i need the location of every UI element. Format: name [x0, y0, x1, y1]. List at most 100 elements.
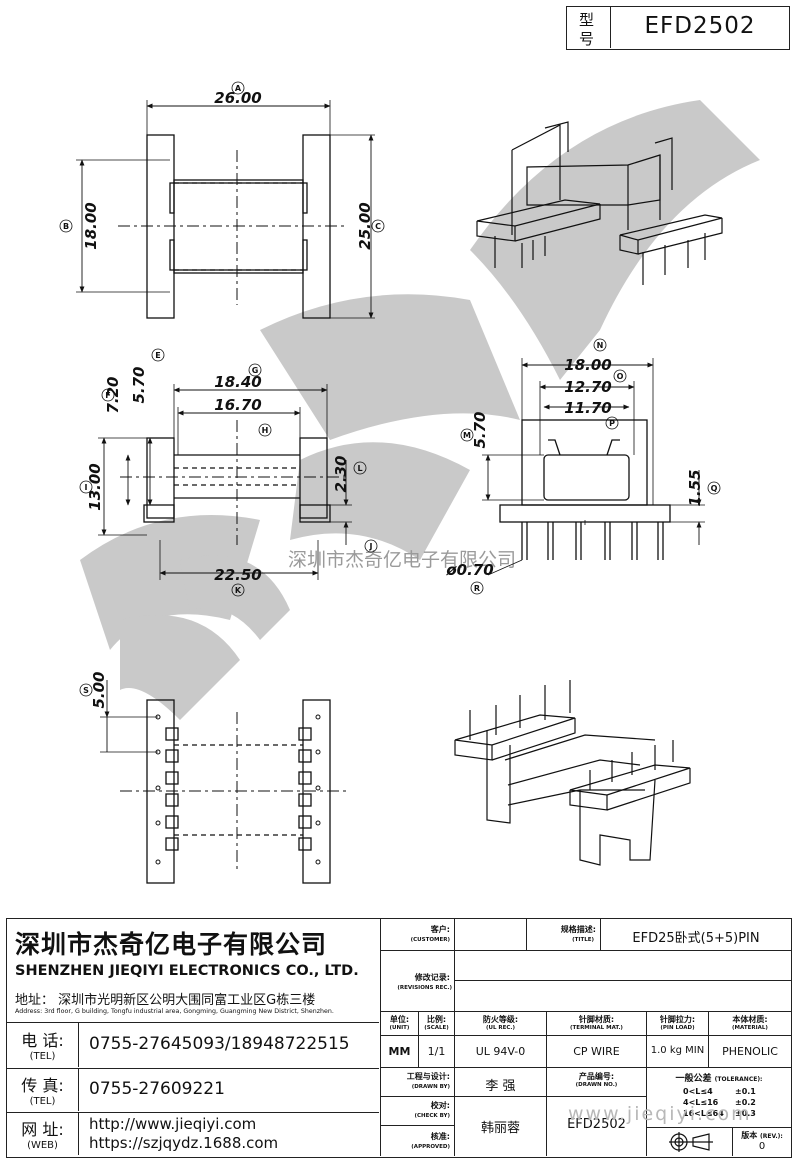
- tel-value: 0755-27645093/18948722515: [89, 1034, 350, 1054]
- dim-s: 5.00: [90, 671, 108, 708]
- svg-text:L: L: [357, 464, 362, 473]
- dim-f: 7.20: [104, 376, 122, 413]
- title-label-cell: 规格描述: (TITLE): [527, 919, 601, 951]
- web-row: 网 址: (WEB) http://www.jieqiyi.com https:…: [7, 1112, 379, 1156]
- projection-cell: [647, 1128, 733, 1156]
- material-value: PHENOLIC: [709, 1036, 791, 1068]
- tol-range-1: 4<L≤16: [683, 1098, 719, 1107]
- watermark-logo: 深圳市杰奇亿电子有限公司: [80, 100, 760, 720]
- marker-b: B: [59, 219, 73, 233]
- dim-b: 18.00: [82, 202, 100, 249]
- dim-d: 1.55: [686, 469, 704, 506]
- web-label: 网 址:: [21, 1120, 64, 1139]
- dim-k: 22.50: [214, 566, 261, 584]
- material-label: 本体材质:: [732, 1015, 768, 1024]
- terminal-label: 针脚材质:: [578, 1015, 615, 1024]
- version-label-row: 版本 (REV.):: [733, 1128, 791, 1141]
- approved-label-cell: 核准: (APPROVED): [381, 1126, 455, 1156]
- ul-label: 防火等级:: [482, 1015, 519, 1024]
- title-block: 深圳市杰奇亿电子有限公司 SHENZHEN JIEQIYI ELECTRONIC…: [6, 918, 792, 1158]
- web-value-1[interactable]: http://www.jieqiyi.com: [89, 1115, 257, 1133]
- drawnno-label: 产品编号:: [578, 1072, 615, 1081]
- tolerance-label: 一般公差: [675, 1074, 712, 1084]
- rev-label: 修改记录:: [414, 973, 450, 982]
- approved-sub: (APPROVED): [411, 1144, 450, 1150]
- dim-o: 12.70: [564, 378, 611, 396]
- rev-label-cell: 修改记录: (REVISIONS REC.): [381, 951, 455, 1012]
- svg-text:J: J: [369, 542, 373, 551]
- customer-value-cell: [455, 919, 527, 951]
- watermark-site: www.jieqiyi.com: [568, 1103, 752, 1125]
- iso-view-bottom: [454, 680, 691, 866]
- drawnby-sub: (DRAWN BY): [411, 1084, 450, 1090]
- marker-s: S: [79, 683, 93, 697]
- company-name-cn: 深圳市杰奇亿电子有限公司: [15, 930, 328, 959]
- marker-n: N: [593, 338, 607, 352]
- svg-text:F: F: [105, 391, 110, 400]
- customer-label: 客户:: [430, 925, 450, 934]
- tolerance-panel: 一般公差 (TOLERANCE): 0<L≤4±0.1 4<L≤16±0.2 1…: [647, 1068, 791, 1128]
- version-sub: (REV.):: [760, 1133, 783, 1140]
- marker-p: P: [605, 416, 619, 430]
- title-sub: (TITLE): [572, 937, 594, 943]
- checkby-sub: (CHECK BY): [414, 1113, 450, 1119]
- dim-r: ø0.70: [445, 561, 493, 579]
- marker-o: O: [613, 369, 627, 383]
- material-sub: (MATERIAL): [732, 1025, 768, 1031]
- tel-label: 电 话:: [21, 1031, 64, 1050]
- dim-l: 2.30: [332, 455, 350, 492]
- dim-a: 26.00: [214, 89, 261, 107]
- iso-view-top: [476, 121, 723, 285]
- tol-value-0: ±0.1: [735, 1087, 756, 1096]
- model-box: 型 号 EFD2502: [566, 6, 790, 50]
- marker-q: Q: [707, 481, 721, 495]
- dim-h: 16.70: [214, 396, 261, 414]
- marker-r: R: [470, 581, 484, 595]
- tolerance-row: 0<L≤4±0.1 4<L≤16±0.2 16<L≤64±0.3: [683, 1086, 756, 1119]
- marker-a: A: [231, 81, 245, 95]
- svg-text:E: E: [155, 351, 160, 360]
- model-value: EFD2502: [644, 13, 756, 39]
- watermark-company: 深圳市杰奇亿电子有限公司: [288, 549, 516, 571]
- fax-label-cell: 传 真: (TEL): [7, 1069, 79, 1111]
- marker-e: E: [151, 348, 165, 362]
- svg-text:A: A: [235, 84, 242, 93]
- tel-sub: (TEL): [29, 1051, 56, 1062]
- ul-value: UL 94V-0: [455, 1036, 547, 1068]
- tol-value-1: ±0.2: [735, 1098, 756, 1107]
- model-label-cell: 型 号: [567, 7, 611, 48]
- scale-sub: (SCALE): [424, 1025, 449, 1031]
- customer-sub: (CUSTOMER): [410, 937, 450, 943]
- rev-line-2: [455, 981, 791, 1012]
- fax-label: 传 真:: [21, 1076, 64, 1095]
- rev-line-1: [455, 951, 791, 981]
- version-label: 版本: [741, 1131, 758, 1140]
- scale-value: 1/1: [419, 1036, 455, 1068]
- checkby-label: 校对:: [430, 1101, 450, 1110]
- title-label: 规格描述:: [560, 925, 596, 934]
- terminal-label-cell: 针脚材质: (TERMINAL MAT.): [547, 1012, 647, 1036]
- drawnno-sub: (DRAWN NO.): [575, 1082, 618, 1088]
- dim-c: 25.00: [356, 202, 374, 249]
- model-label-2: 号: [579, 30, 595, 48]
- marker-c: C: [371, 219, 385, 233]
- unit-value: MM: [381, 1036, 419, 1068]
- marker-g: G: [248, 363, 262, 377]
- web-value-2[interactable]: https://szjqydz.1688.com: [89, 1134, 279, 1152]
- marker-h: H: [258, 423, 272, 437]
- web-sub: (WEB): [27, 1140, 58, 1151]
- pinload-value: 1.0 kg MIN: [647, 1036, 709, 1068]
- terminal-sub: (TERMINAL MAT.): [570, 1025, 623, 1031]
- tolerance-header: 一般公差 (TOLERANCE):: [647, 1071, 791, 1084]
- tel-row: 电 话: (TEL) 0755-27645093/18948722515: [7, 1022, 379, 1068]
- svg-text:R: R: [474, 584, 480, 593]
- dim-i: 13.00: [86, 463, 104, 510]
- svg-text:I: I: [85, 483, 88, 492]
- projection-symbol-icon: [669, 1132, 713, 1152]
- marker-k: K: [231, 583, 245, 597]
- pinload-label: 针脚拉力:: [659, 1015, 696, 1024]
- drawnno-value: EFD2502: [547, 1097, 647, 1156]
- tol-range-0: 0<L≤4: [683, 1087, 713, 1096]
- drawnby-value: 李 强: [455, 1068, 547, 1097]
- company-name-en: SHENZHEN JIEQIYI ELECTRONICS CO., LTD.: [15, 963, 359, 979]
